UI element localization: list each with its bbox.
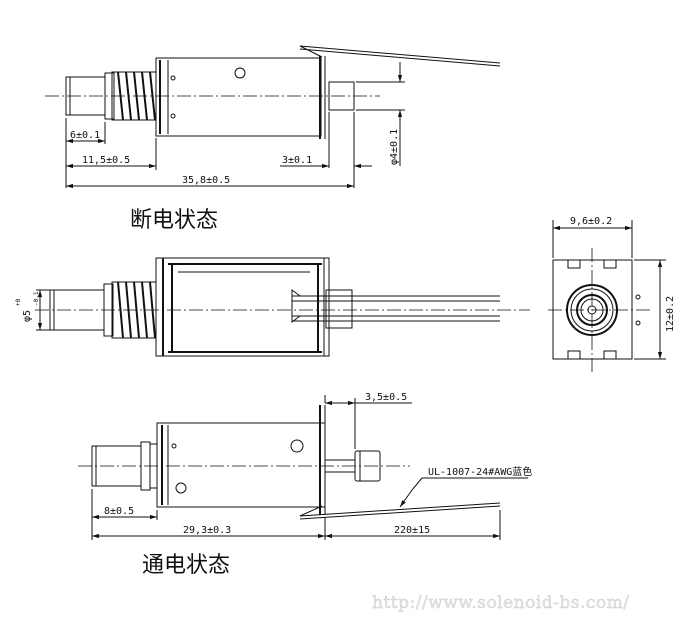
dim-29-3: 29,3±0.3 — [183, 525, 231, 536]
dim-11-5: 11,5±0.5 — [82, 155, 130, 166]
dim-9-6: 9,6±0.2 — [570, 216, 612, 227]
top-extension-lines — [65, 81, 405, 188]
middle-lead-wires — [291, 289, 500, 329]
dim-phi5: φ5 — [22, 310, 33, 322]
dim-3-5: 3,5±0.5 — [365, 392, 407, 403]
top-dimensions: 6±0.1 11,5±0.5 3±0.1 35,8±0.5 φ4±0.1 — [66, 62, 403, 189]
middle-dim-phi5: φ5 +0 -0.1 — [15, 289, 50, 331]
dim-3: 3±0.1 — [282, 155, 312, 166]
end-view: 9,6±0.2 12±0.2 — [548, 216, 676, 372]
wire-label: UL-1007-24#AWG蓝色 — [428, 465, 532, 478]
caption-power-off: 断电状态 — [130, 208, 218, 233]
bottom-rear-tip — [325, 450, 381, 482]
top-plunger — [65, 72, 115, 120]
top-lead-wires — [299, 45, 501, 67]
end-body — [552, 259, 641, 360]
middle-plunger — [49, 283, 114, 337]
dim-35-8: 35,8±0.5 — [182, 175, 230, 186]
dim-6: 6±0.1 — [70, 130, 100, 141]
watermark-url: http://www.solenoid-bs.com/ — [372, 593, 630, 613]
middle-frame — [155, 257, 330, 357]
bottom-lead-wires: UL-1007-24#AWG蓝色 — [299, 465, 532, 520]
dim-8: 8±0.5 — [104, 506, 134, 517]
middle-view-side: φ5 +0 -0.1 — [15, 257, 530, 357]
dim-phi5-tol-dn: -0.1 — [33, 291, 40, 306]
dim-220: 220±15 — [394, 525, 430, 536]
bottom-dimensions: 3,5±0.5 8±0.5 29,3±0.3 220±15 — [92, 392, 500, 539]
bottom-view-power-on: UL-1007-24#AWG蓝色 3,5±0.5 8±0.5 29,3±0.3 … — [78, 392, 532, 578]
caption-power-on: 通电状态 — [142, 553, 230, 578]
bottom-extension-lines — [91, 395, 501, 540]
top-rear-tip — [328, 81, 355, 111]
end-dimensions: 9,6±0.2 12±0.2 — [552, 216, 676, 360]
top-frame — [155, 56, 326, 139]
bottom-frame — [156, 405, 326, 515]
top-view-power-off: 6±0.1 11,5±0.5 3±0.1 35,8±0.5 φ4±0.1 断电状… — [45, 45, 501, 233]
dim-phi5-tol-up: +0 — [15, 298, 22, 306]
dim-12: 12±0.2 — [665, 296, 676, 332]
dim-phi4: φ4±0.1 — [389, 129, 400, 165]
